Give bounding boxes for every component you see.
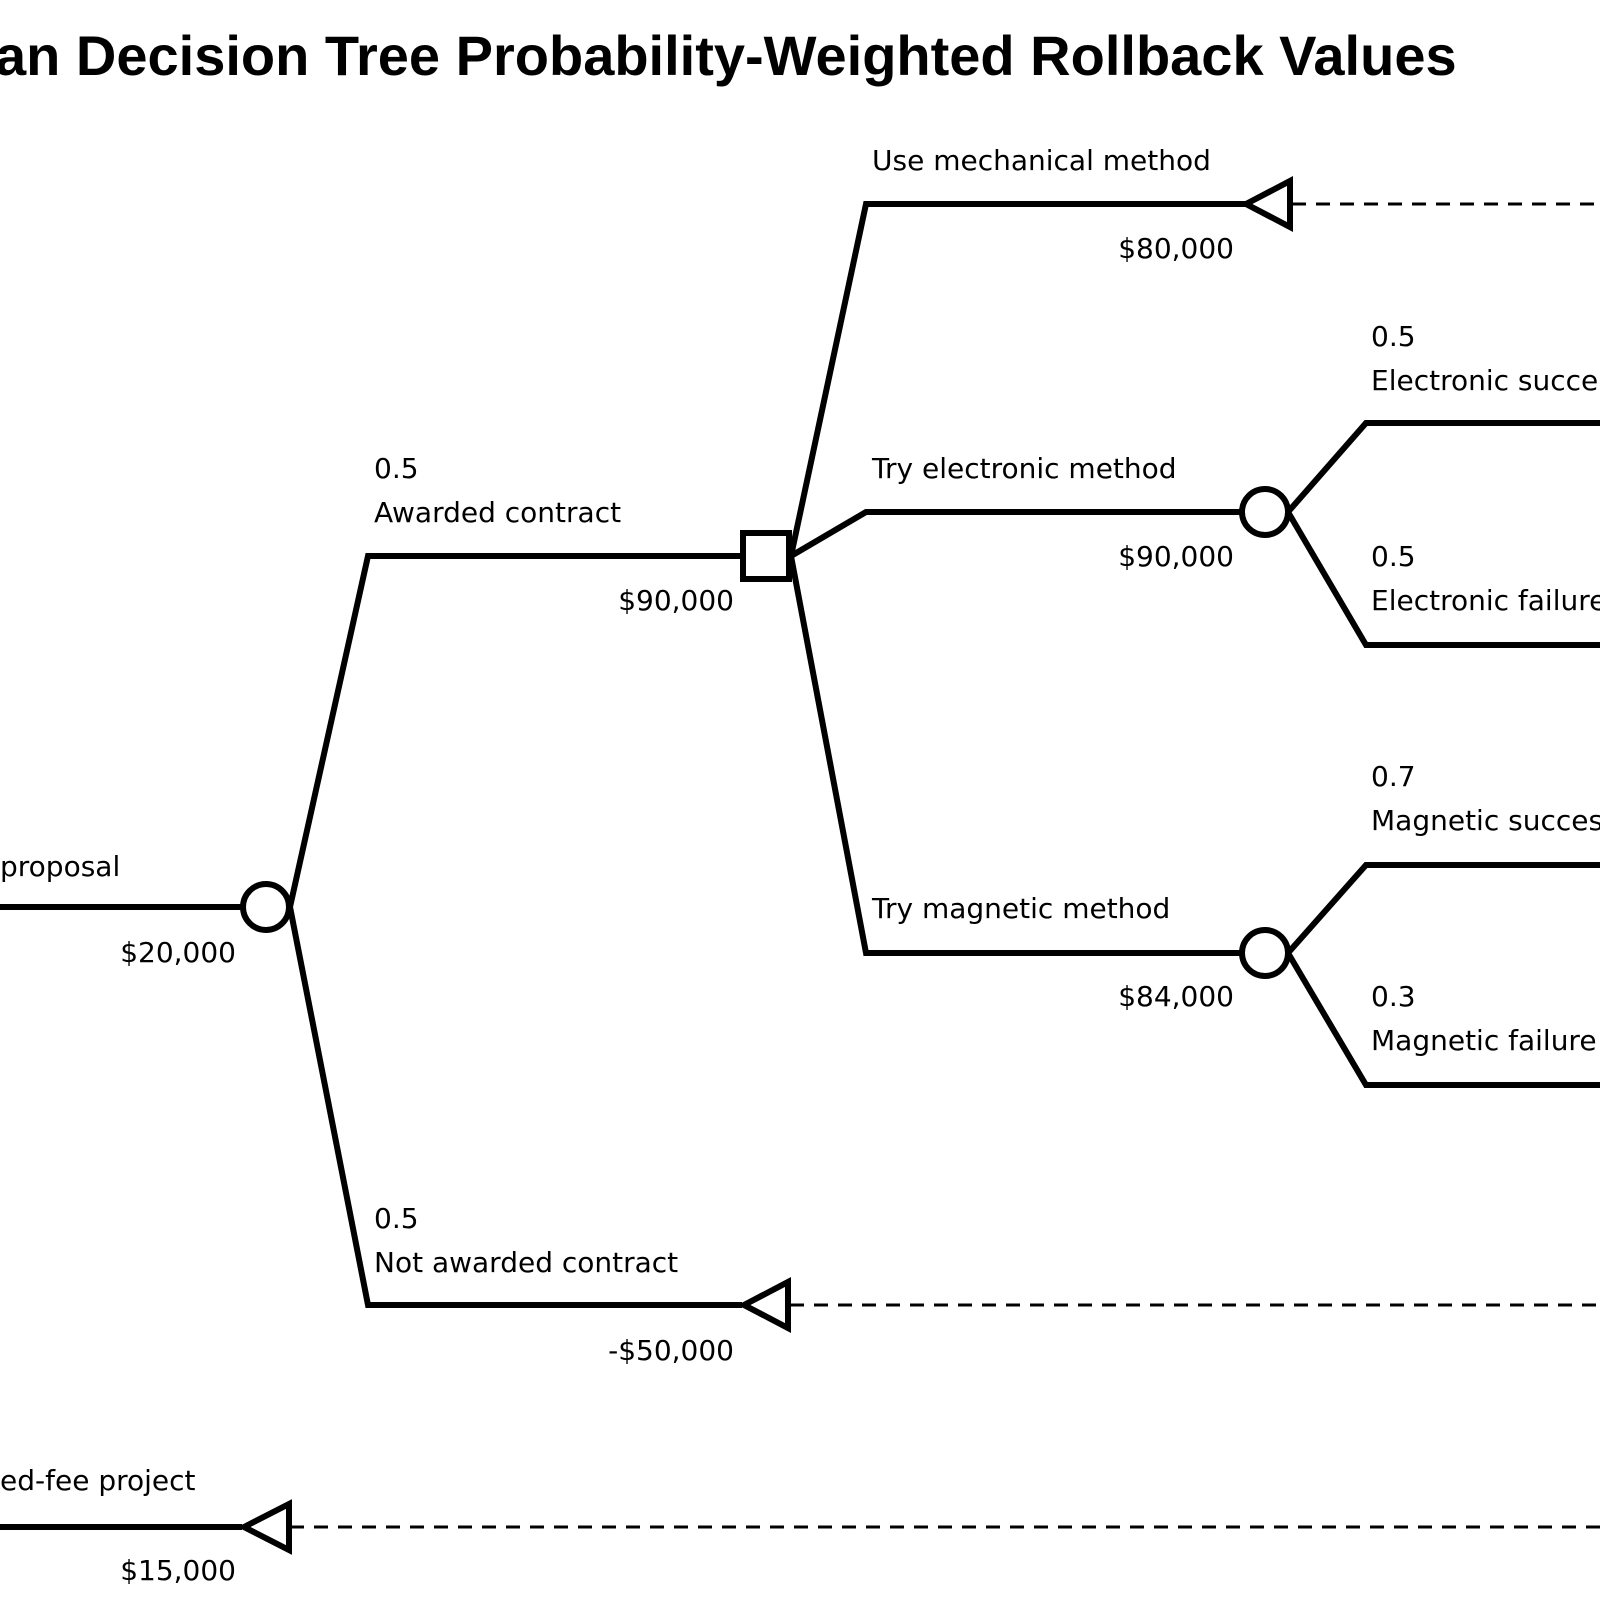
value-try-magnetic-method: $84,000 <box>1118 980 1234 1013</box>
label-electronic-failure: Electronic failure <box>1371 584 1600 617</box>
label-try-electronic-method: Try electronic method <box>871 452 1177 485</box>
chance-node-electronic <box>1239 486 1291 538</box>
chance-node-award <box>240 881 292 933</box>
branch-magnetic-success <box>1285 862 1600 955</box>
branch-electronic-success <box>1285 420 1600 514</box>
terminal-node-not-awarded <box>737 1277 791 1333</box>
label-submit-proposal: proposal <box>0 850 120 883</box>
label-not-awarded-contract: Not awarded contract <box>374 1246 678 1279</box>
label-electronic-success: Electronic succe <box>1371 364 1598 397</box>
label-awarded-contract: Awarded contract <box>374 496 621 529</box>
branch-use-mechanical-method <box>788 201 1246 557</box>
terminal-node-mechanical <box>1239 176 1293 232</box>
probability-electronic-failure: 0.5 <box>1371 540 1416 573</box>
value-submit-proposal: $20,000 <box>120 936 236 969</box>
probability-magnetic-failure: 0.3 <box>1371 980 1416 1013</box>
terminal-node-fixed-fee <box>237 1499 292 1555</box>
probability-not-awarded-contract: 0.5 <box>374 1202 419 1235</box>
branch-try-magnetic-method <box>788 555 1242 956</box>
label-magnetic-success: Magnetic succes <box>1371 804 1600 837</box>
value-awarded-contract: $90,000 <box>618 584 734 617</box>
label-use-mechanical-method: Use mechanical method <box>872 144 1211 177</box>
value-not-awarded-contract: -$50,000 <box>608 1334 734 1367</box>
branch-awarded-contract <box>287 553 742 908</box>
label-fixed-fee-project: ed-fee project <box>0 1464 196 1497</box>
branch-electronic-failure <box>1285 510 1600 648</box>
branch-magnetic-failure <box>1285 951 1600 1088</box>
probability-magnetic-success: 0.7 <box>1371 760 1416 793</box>
value-use-mechanical-method: $80,000 <box>1118 232 1234 265</box>
value-fixed-fee-project: $15,000 <box>120 1554 236 1587</box>
chance-node-magnetic <box>1239 927 1291 979</box>
branch-try-electronic-method <box>789 509 1242 559</box>
probability-electronic-success: 0.5 <box>1371 320 1416 353</box>
probability-awarded-contract: 0.5 <box>374 452 419 485</box>
value-try-electronic-method: $90,000 <box>1118 540 1234 573</box>
diagram-title: an Decision Tree Probability-Weighted Ro… <box>0 24 1457 87</box>
branch-not-awarded-contract <box>287 906 742 1308</box>
decision-node-method <box>740 530 792 582</box>
label-magnetic-failure: Magnetic failure <box>1371 1024 1597 1057</box>
label-try-magnetic-method: Try magnetic method <box>871 892 1170 925</box>
